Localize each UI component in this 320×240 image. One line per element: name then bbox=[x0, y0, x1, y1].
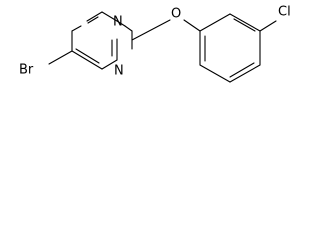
bond-c5-br bbox=[48, 50, 73, 65]
structure-canvas: Br N N O Cl bbox=[0, 0, 302, 98]
bond-c4-c5 bbox=[101, 59, 118, 70]
chlorine-substituent: Cl bbox=[259, 5, 291, 32]
bond-n3-side bbox=[116, 20, 126, 27]
oxygen-label: O bbox=[171, 7, 181, 22]
bond-ph-3 bbox=[229, 64, 261, 83]
bond-ph-inner-2 bbox=[229, 62, 255, 78]
bond-o-phenyl bbox=[183, 19, 201, 32]
bond-c2-n-right bbox=[124, 25, 133, 32]
bond-c5-c6 bbox=[71, 50, 103, 70]
bond-ph-6 bbox=[199, 13, 231, 32]
bond-ring-inner-1 bbox=[87, 16, 99, 24]
bond-ph-cl bbox=[259, 20, 277, 32]
bond-ph-2 bbox=[199, 64, 231, 83]
bromine-label: Br bbox=[19, 63, 34, 78]
bond-n1-c6-connector bbox=[71, 25, 82, 32]
bond-ph-5 bbox=[229, 13, 261, 32]
bromine-substituent: Br bbox=[19, 50, 73, 78]
ether-linkage: O bbox=[131, 7, 201, 41]
bond-n1-c2 bbox=[86, 11, 103, 22]
nitrogen-top-label: N bbox=[113, 15, 123, 30]
bond-c2-o bbox=[131, 19, 171, 41]
chemical-structure-diagram: Br N N O Cl bbox=[19, 5, 291, 83]
nitrogen-bottom-label: N bbox=[114, 64, 124, 79]
bond-ring-inner-3 bbox=[75, 48, 100, 64]
chlorine-label: Cl bbox=[278, 5, 291, 20]
bond-ph-inner-3 bbox=[233, 18, 256, 32]
chlorophenyl-ring bbox=[199, 13, 261, 83]
pyrimidine-ring bbox=[71, 11, 133, 70]
bond-c2-n3 bbox=[101, 11, 118, 22]
